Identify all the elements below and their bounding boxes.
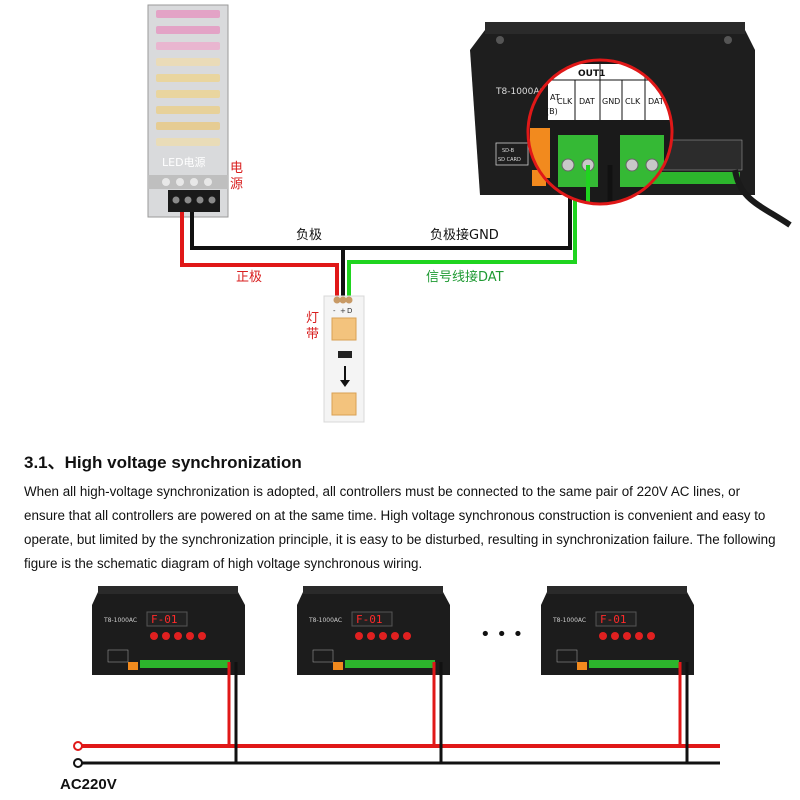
ac220v-label: AC220V (60, 776, 117, 793)
psu-title-2: 源 (230, 177, 243, 192)
section-heading: 3.1、High voltage synchronization (24, 453, 302, 472)
terminal-dat-1: DAT (579, 97, 595, 106)
terminal-dat-2: DAT (648, 97, 664, 106)
terminal-gnd: GND (602, 97, 620, 106)
sync-controller-1: T8-1000AC F-01 (92, 586, 245, 763)
controller-2-model: T8-1000AC (308, 617, 342, 624)
controller-2-display: F-01 (356, 613, 383, 626)
controller-3-display: F-01 (600, 613, 627, 626)
top-wiring-diagram: LED电源 电 源 负极 负极接GND 正极 信号线接DAT - + D 灯 带… (147, 4, 792, 423)
strip-pin-pos: + (340, 307, 346, 315)
controller-3-model: T8-1000AC (552, 617, 586, 624)
section-body-text: When all high-voltage synchronization is… (24, 484, 776, 571)
controller-1-model: T8-1000AC (103, 617, 137, 624)
strip-title-1: 灯 (306, 311, 319, 326)
red-positive-wire (180, 212, 339, 298)
negative-label: 负极 (296, 228, 322, 243)
out1-label: OUT1 (578, 69, 605, 79)
led-power-supply: LED电源 (147, 4, 229, 218)
terminal-clk-2: CLK (625, 97, 641, 106)
led-strip: - + D (323, 295, 365, 423)
partial-b-label: (B) (546, 107, 558, 116)
partial-at-label: AT (550, 93, 560, 102)
sync-controller-3: T8-1000AC F-01 (541, 586, 694, 763)
green-signal-wire (347, 180, 577, 298)
sd-label-2: SD CARD (498, 157, 521, 163)
strip-pin-data: D (347, 307, 352, 315)
strip-pin-neg: - (333, 307, 336, 315)
controller-1-display: F-01 (151, 613, 178, 626)
more-controllers-ellipsis: • • • (480, 624, 523, 645)
terminal-zoom-callout: OUT1 AT (B) CLK DAT GND CLK DAT (526, 58, 674, 206)
signal-to-dat-label: 信号线接DAT (426, 269, 504, 285)
negative-to-gnd-label: 负极接GND (430, 227, 499, 243)
controller-model-label: T8-1000AC (495, 87, 546, 97)
psu-brand-label: LED电源 (162, 155, 206, 169)
psu-title-1: 电 (230, 161, 243, 176)
high-voltage-sync-diagram: T8-1000AC F-01 T8-1000AC F-01 • • • T8-1… (73, 586, 720, 768)
sync-controller-2: T8-1000AC F-01 (297, 586, 450, 763)
black-negative-wire (190, 180, 572, 250)
terminal-clk-1: CLK (557, 97, 573, 106)
positive-label: 正极 (236, 270, 262, 285)
strip-title-2: 带 (306, 327, 319, 342)
sd-label-1: SD-B (502, 148, 515, 154)
